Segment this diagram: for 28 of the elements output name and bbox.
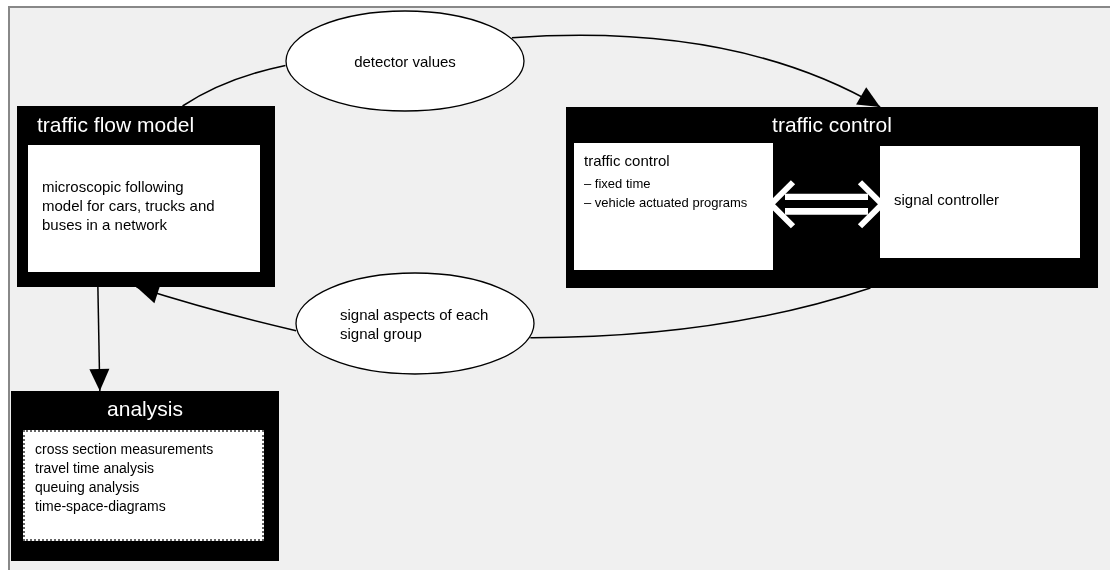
box-text: cross section measurements xyxy=(35,440,215,459)
model-box xyxy=(17,106,275,287)
ellipse-label: signal aspects of each signal group xyxy=(340,304,490,343)
output-box xyxy=(23,430,264,541)
description-box xyxy=(28,145,260,272)
analysis-box xyxy=(11,391,279,561)
box-text: microscopic following model for cars, trucks and buses in a network xyxy=(42,177,216,234)
data-ellipse xyxy=(295,272,535,375)
arrow xyxy=(135,284,297,332)
controller-box xyxy=(880,146,1080,258)
connector-line xyxy=(181,64,287,107)
box-text: signal controller xyxy=(894,190,1001,209)
control-box xyxy=(566,107,1098,288)
box-title: traffic control xyxy=(584,151,671,170)
program-box xyxy=(574,143,773,270)
box-text: queuing analysis xyxy=(35,478,141,497)
data-ellipse xyxy=(285,10,525,112)
ellipse-label: detector values xyxy=(354,51,456,71)
box-text: travel time analysis xyxy=(35,459,156,478)
arrow xyxy=(89,286,110,392)
arrow xyxy=(511,34,881,108)
box-heading: analysis xyxy=(106,396,184,422)
box-heading: traffic flow model xyxy=(37,112,195,138)
box-text: time-space-diagrams xyxy=(35,497,167,516)
box-heading: traffic control xyxy=(771,112,893,138)
box-text: – fixed time xyxy=(584,175,652,193)
connector-line xyxy=(529,287,872,339)
box-text: – vehicle actuated programs xyxy=(584,194,749,212)
